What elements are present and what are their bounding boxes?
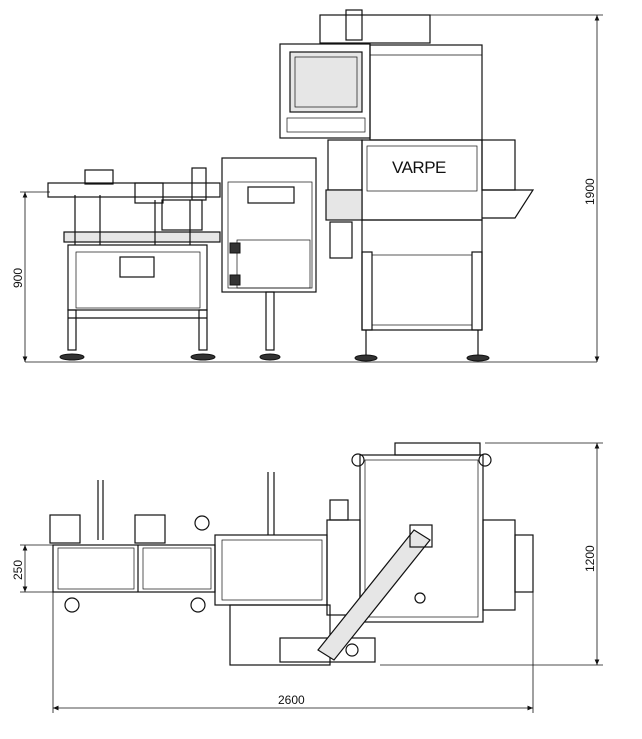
brand-logo: VARPE: [392, 158, 446, 177]
touchscreen: [289, 51, 363, 113]
infeed-conveyor: [47, 167, 221, 361]
plan-view: 1200 250 2600: [11, 442, 603, 713]
dimension-label-length: 2600: [278, 693, 305, 707]
display-arm: [317, 529, 431, 661]
side-elevation-view: 1900 900: [11, 9, 603, 363]
control-cabinet: [221, 157, 317, 361]
inspection-machine: VARPE: [279, 9, 535, 362]
conveyor-belt-plan: [49, 472, 534, 666]
dimension-label-conveyor-height: 900: [11, 268, 25, 288]
dimension-label-depth: 1200: [583, 545, 597, 572]
dimension-label-belt-width: 250: [11, 560, 25, 580]
machine-plan: [279, 442, 492, 663]
dimension-label-height: 1900: [583, 178, 597, 205]
